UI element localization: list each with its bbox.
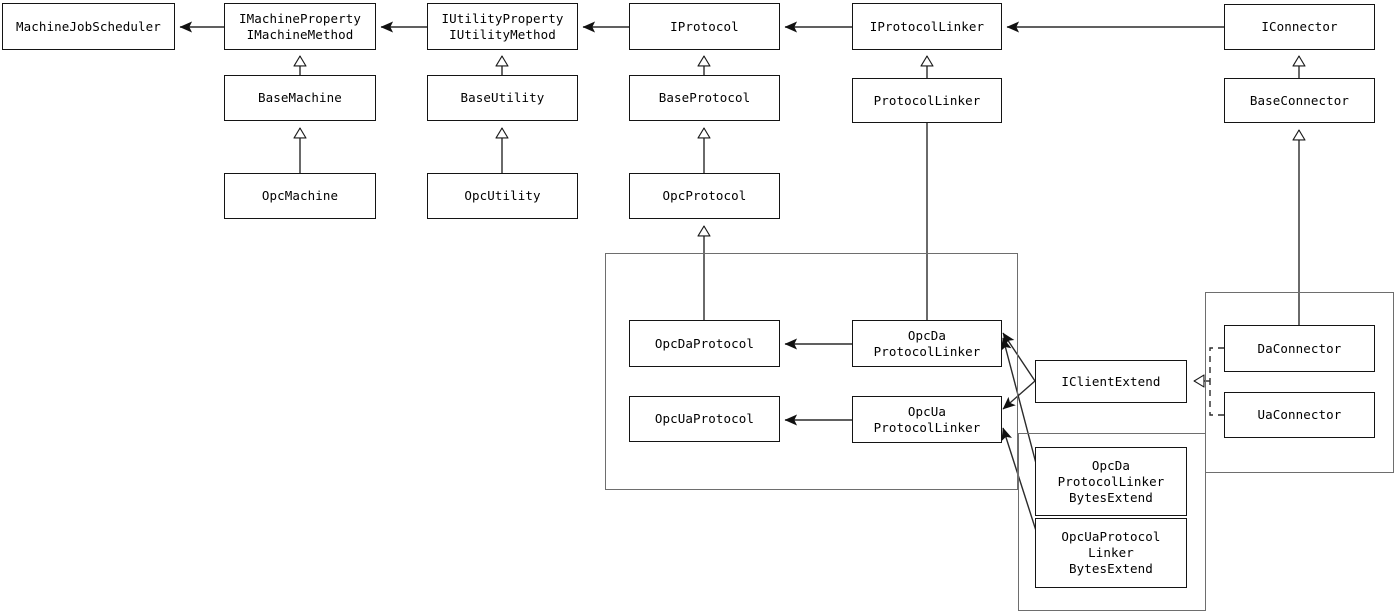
class-daconnector[interactable]: DaConnector — [1224, 325, 1375, 372]
class-iutilityproperty[interactable]: IUtilityProperty IUtilityMethod — [427, 3, 578, 50]
class-opcprotocol[interactable]: OpcProtocol — [629, 173, 780, 219]
class-iprotocollinker[interactable]: IProtocolLinker — [852, 3, 1002, 50]
class-imachineproperty[interactable]: IMachineProperty IMachineMethod — [224, 3, 376, 50]
group-connectors — [1205, 292, 1394, 473]
class-uaconnector[interactable]: UaConnector — [1224, 392, 1375, 438]
class-opcdaprotocol[interactable]: OpcDaProtocol — [629, 320, 780, 367]
class-opcuaprotocollinker[interactable]: OpcUa ProtocolLinker — [852, 396, 1002, 443]
class-protocollinker[interactable]: ProtocolLinker — [852, 78, 1002, 123]
class-opcdaprotocollinker[interactable]: OpcDa ProtocolLinker — [852, 320, 1002, 367]
class-iconnector[interactable]: IConnector — [1224, 4, 1375, 50]
group-protocol-implementations — [605, 253, 1018, 490]
class-opcutility[interactable]: OpcUtility — [427, 173, 578, 219]
class-opcuaprotocol[interactable]: OpcUaProtocol — [629, 396, 780, 442]
class-baseprotocol[interactable]: BaseProtocol — [629, 75, 780, 121]
class-opcmachine[interactable]: OpcMachine — [224, 173, 376, 219]
class-baseconnector[interactable]: BaseConnector — [1224, 78, 1375, 123]
class-machinejobscheduler[interactable]: MachineJobScheduler — [2, 3, 175, 50]
class-iclientextend[interactable]: IClientExtend — [1035, 360, 1187, 403]
class-opcuaprotocollinkerbytesextend[interactable]: OpcUaProtocol Linker BytesExtend — [1035, 518, 1187, 588]
class-iprotocol[interactable]: IProtocol — [629, 3, 780, 50]
class-basemachine[interactable]: BaseMachine — [224, 75, 376, 121]
class-opcdaprotocollinkerbytesextend[interactable]: OpcDa ProtocolLinker BytesExtend — [1035, 447, 1187, 516]
class-baseutility[interactable]: BaseUtility — [427, 75, 578, 121]
